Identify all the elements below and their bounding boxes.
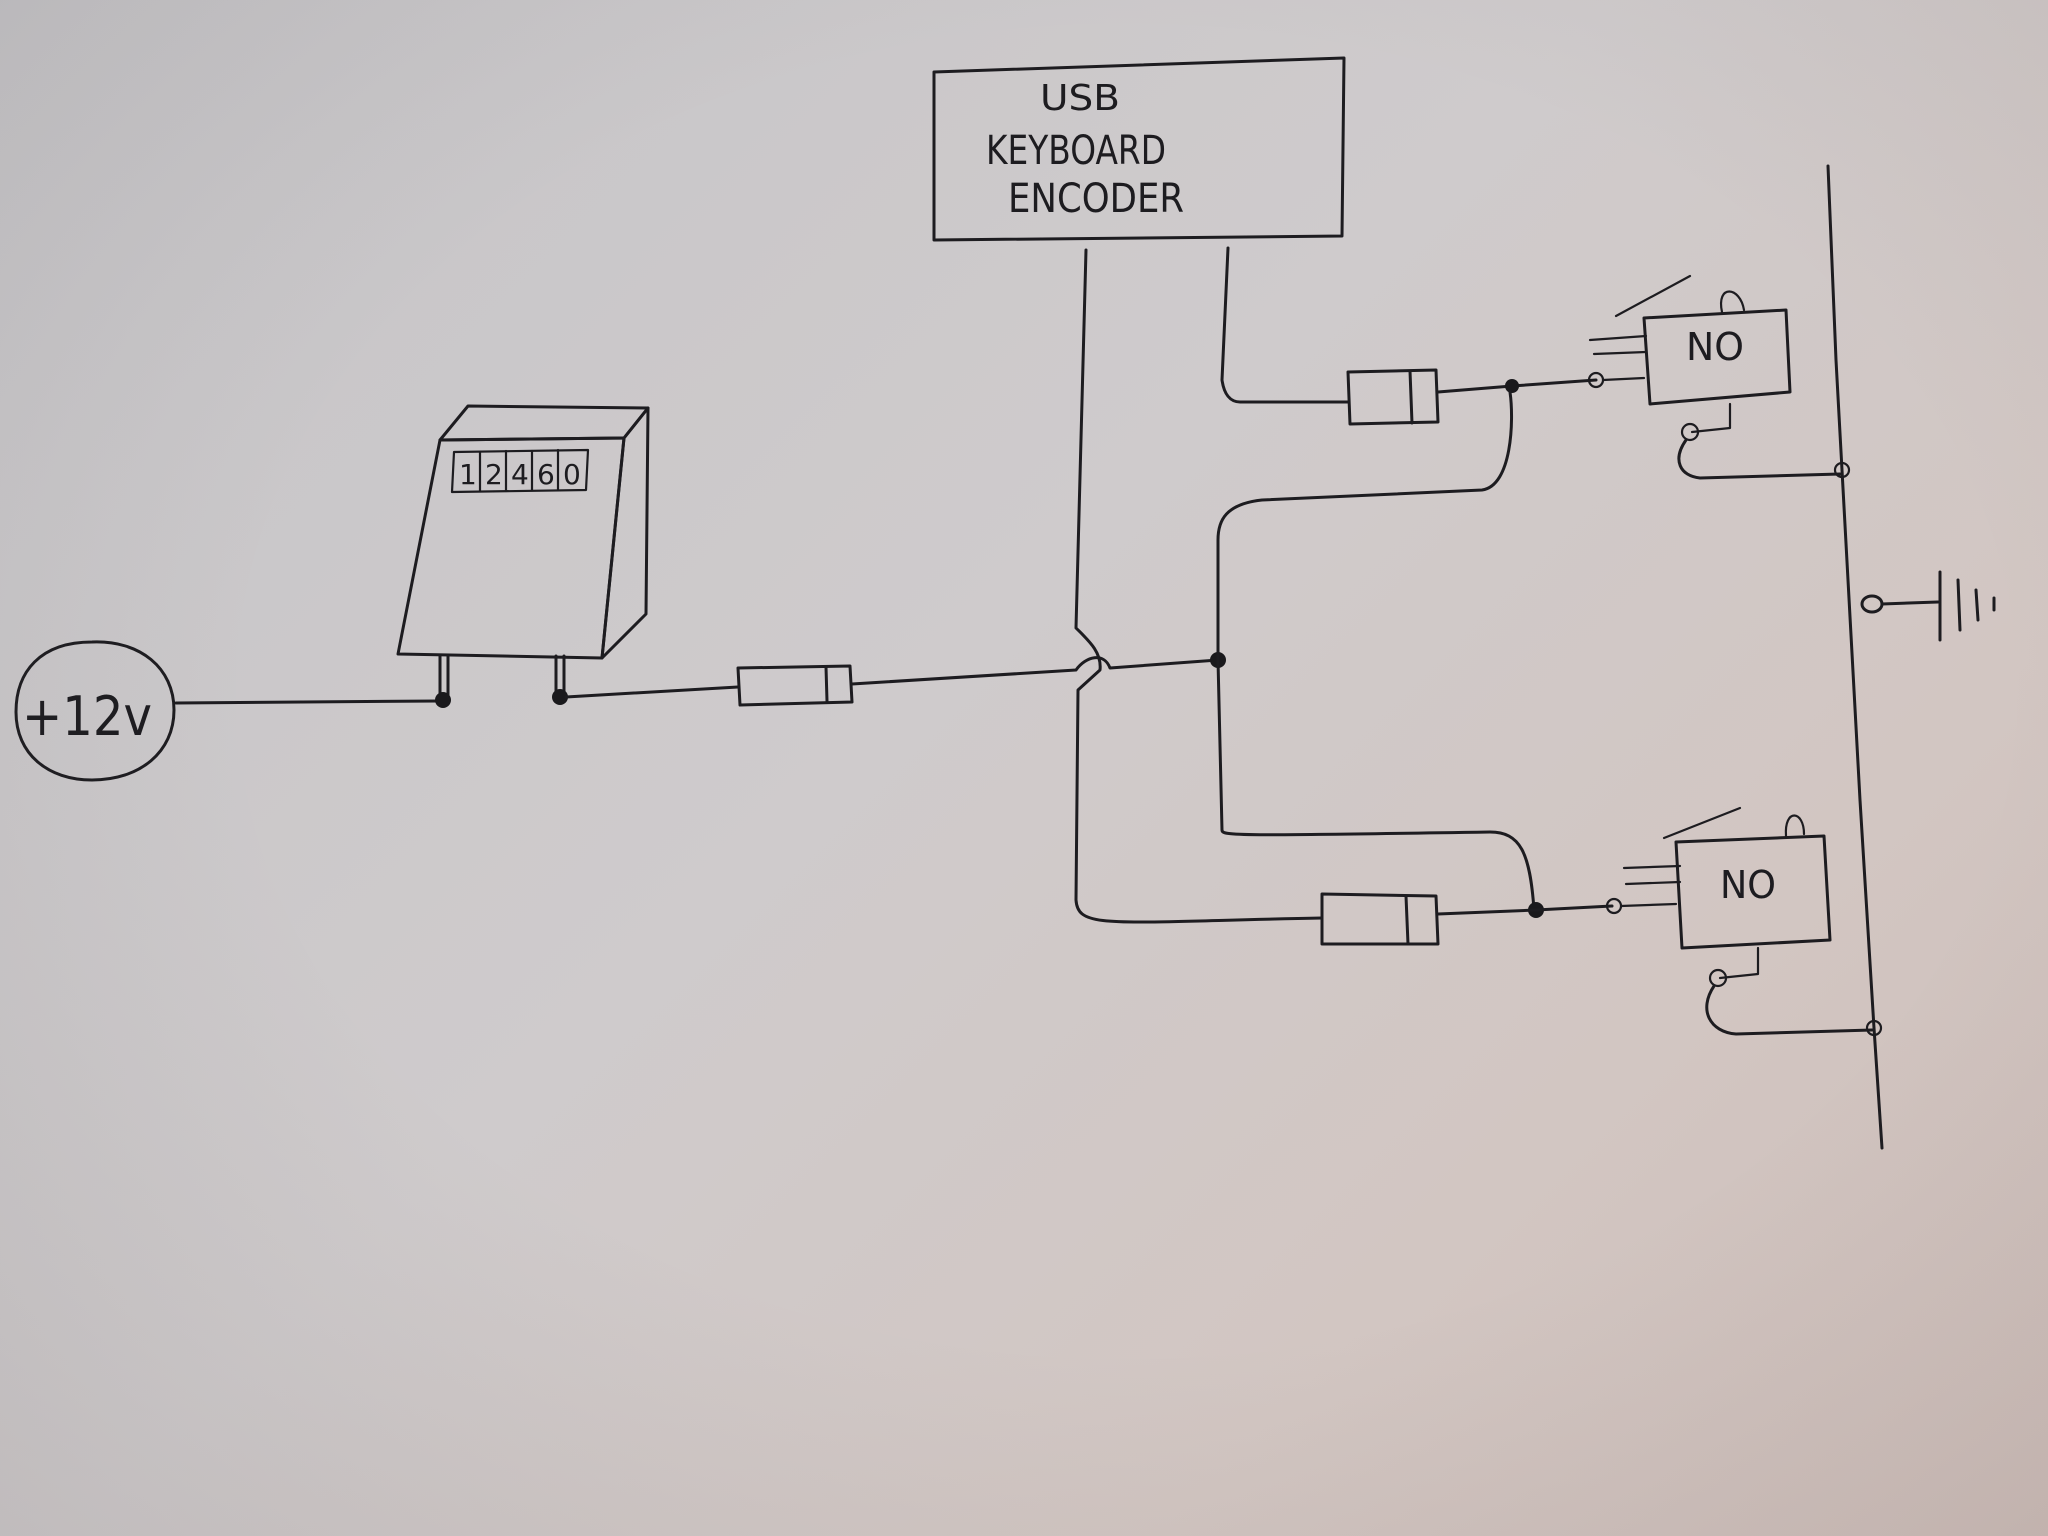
wire-diode-to-junction [850, 656, 1220, 686]
ground-symbol [1860, 570, 1996, 642]
switch-no-lower: NO [1622, 806, 1832, 988]
encoder-label-line1: USB [1040, 78, 1120, 119]
power-source: +12v [14, 640, 176, 782]
counter-terminal-dot [435, 692, 451, 708]
switch-terminal [1708, 968, 1728, 988]
wire-power-to-counter [174, 699, 440, 705]
encoder-label-line2: KEYBOARD [986, 128, 1166, 174]
switch-label: NO [1720, 863, 1776, 907]
counter-digit: 1 [459, 458, 477, 491]
ground-bus [1826, 164, 1884, 1150]
wire-encoder-to-upper-diode [1220, 246, 1350, 404]
switch-no-upper: NO [1588, 274, 1792, 442]
counter-digit: 0 [563, 458, 581, 491]
counter-terminal-right [554, 654, 566, 696]
counter-digit: 6 [537, 458, 555, 491]
counter-digit: 2 [485, 458, 503, 491]
diode [736, 664, 854, 707]
diode [1346, 368, 1440, 426]
wire-upper-switch-to-ground [1677, 438, 1842, 480]
encoder-label-line3: ENCODER [1008, 176, 1184, 222]
counter-terminal-left [438, 654, 450, 700]
diode [1320, 892, 1440, 946]
wire-common-bus [1216, 390, 1536, 912]
wire-encoder-to-lower-diode [1074, 248, 1324, 924]
wire-lower-diode-to-switch [1436, 904, 1614, 916]
junction-dot [1505, 379, 1519, 393]
switch-label: NO [1686, 325, 1744, 369]
power-source-label: +12v [22, 685, 152, 748]
switch-terminal [1680, 422, 1700, 442]
counter-terminal-dot [552, 689, 568, 705]
mechanical-counter: 1 2 4 6 0 [396, 404, 650, 708]
wire-lower-switch-to-ground [1705, 984, 1874, 1036]
wire-counter-to-diode [564, 685, 740, 699]
counter-digit-window: 1 2 4 6 0 [450, 448, 590, 494]
counter-digit: 4 [511, 458, 529, 491]
usb-keyboard-encoder: USB KEYBOARD ENCODER [932, 56, 1346, 242]
